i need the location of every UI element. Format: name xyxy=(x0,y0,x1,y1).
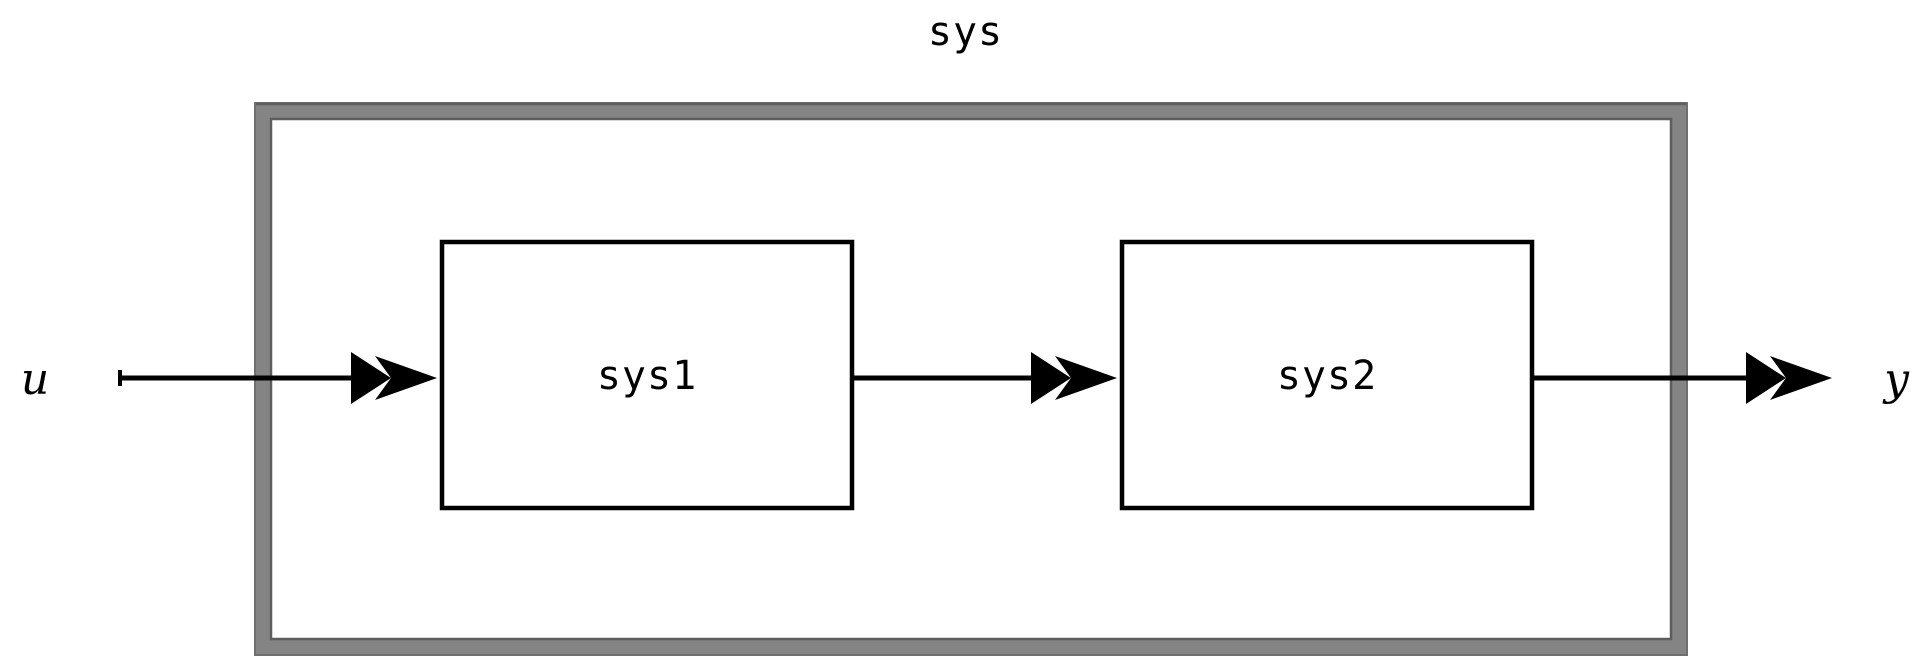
sys2-block-label: sys2 xyxy=(1276,353,1378,399)
sys1-block[interactable] xyxy=(439,239,855,511)
input-arrowhead xyxy=(351,352,437,404)
input-signal-label: u xyxy=(20,354,50,405)
output-arrowhead xyxy=(1746,352,1832,404)
sys-group-title: sys xyxy=(927,9,1004,55)
internal-arrowhead xyxy=(1031,352,1117,404)
sys1-block-label: sys1 xyxy=(596,353,698,399)
output-signal-label: y xyxy=(1884,354,1909,405)
sys1-block-rect[interactable] xyxy=(439,239,855,511)
sys2-block-rect[interactable] xyxy=(1119,239,1535,511)
sys2-block[interactable] xyxy=(1119,239,1535,511)
